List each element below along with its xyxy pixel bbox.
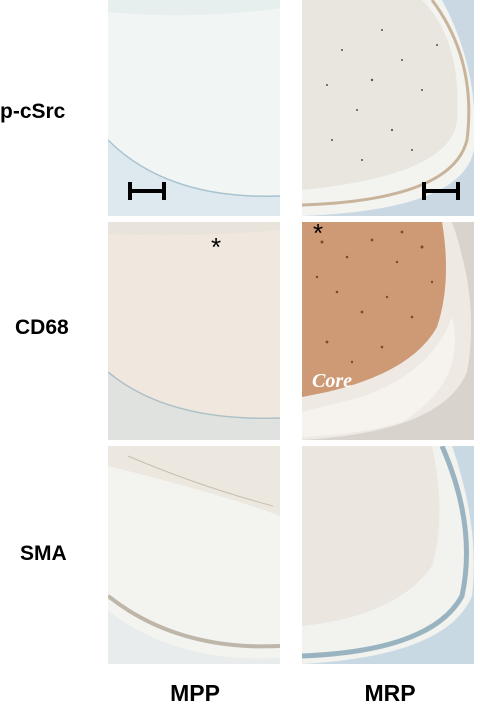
asterisk-annotation: * [313,218,324,248]
scale-bar [422,182,460,205]
column-label-mpp: MPP [170,680,220,706]
core-label: Core [312,370,352,392]
asterisk-annotation: * [211,232,222,262]
micrograph-sma-mrp [302,446,474,664]
row-label-cd68: CD68 [15,316,69,339]
micrograph-p-csrc-mpp [108,0,280,216]
micrograph-cd68-mpp [108,222,280,440]
row-label-sma: SMA [20,542,67,565]
row-label-p-csrc: p-cSrc [0,100,66,123]
micrograph-sma-mpp [108,446,280,664]
column-label-mrp: MRP [364,680,416,706]
scale-bar [128,182,166,205]
micrograph-cd68-mrp [302,222,474,440]
